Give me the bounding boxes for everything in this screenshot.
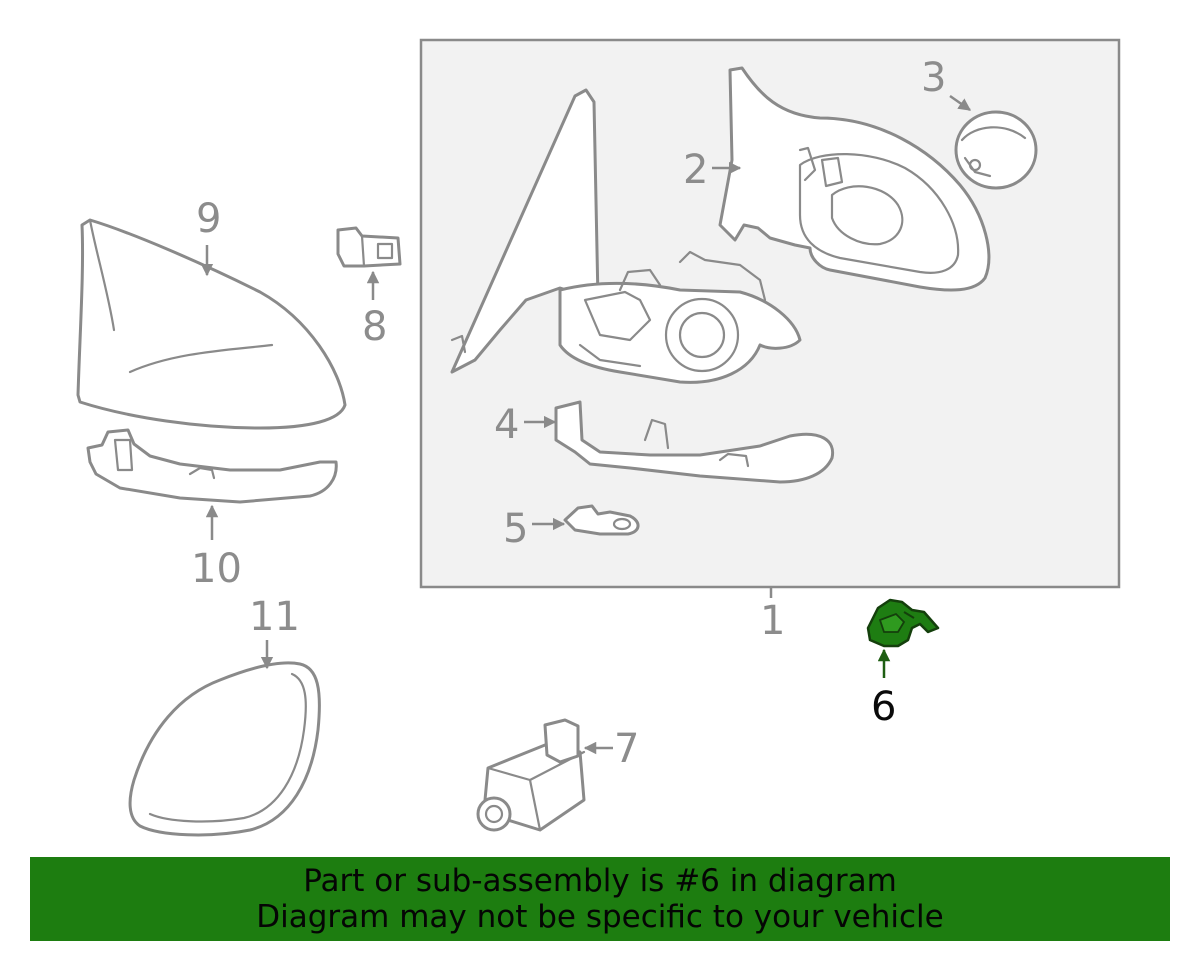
mirror-glass-part-11 xyxy=(128,661,321,837)
highlighted-part-6 xyxy=(866,598,940,648)
callout-5: 5 xyxy=(503,506,528,552)
callout-6: 6 xyxy=(871,684,896,730)
banner-line-part-number: Part or sub-assembly is #6 in diagram xyxy=(303,863,897,899)
mirror-base-arm xyxy=(450,88,802,384)
info-banner: Part or sub-assembly is #6 in diagram Di… xyxy=(30,857,1170,941)
connector-part-8 xyxy=(336,226,402,268)
leader-3 xyxy=(949,94,972,112)
camera-part-7 xyxy=(476,718,586,832)
mirror-cap-part-9 xyxy=(76,218,347,430)
mirror-housing-part-2 xyxy=(718,66,991,292)
callout-1: 1 xyxy=(760,598,785,644)
callout-9: 9 xyxy=(196,196,221,242)
callout-2: 2 xyxy=(683,147,708,193)
banner-line-disclaimer: Diagram may not be specific to your vehi… xyxy=(256,899,944,935)
callout-8: 8 xyxy=(362,304,387,350)
callout-11: 11 xyxy=(249,594,300,640)
callout-3: 3 xyxy=(921,55,946,101)
callout-4: 4 xyxy=(494,402,519,448)
mirror-motor-part-3 xyxy=(954,110,1038,190)
callout-7: 7 xyxy=(614,726,639,772)
bracket-part-5 xyxy=(563,504,640,536)
turn-signal-part-4 xyxy=(554,400,835,484)
callout-10: 10 xyxy=(191,546,242,592)
light-strip-part-10 xyxy=(86,428,338,504)
